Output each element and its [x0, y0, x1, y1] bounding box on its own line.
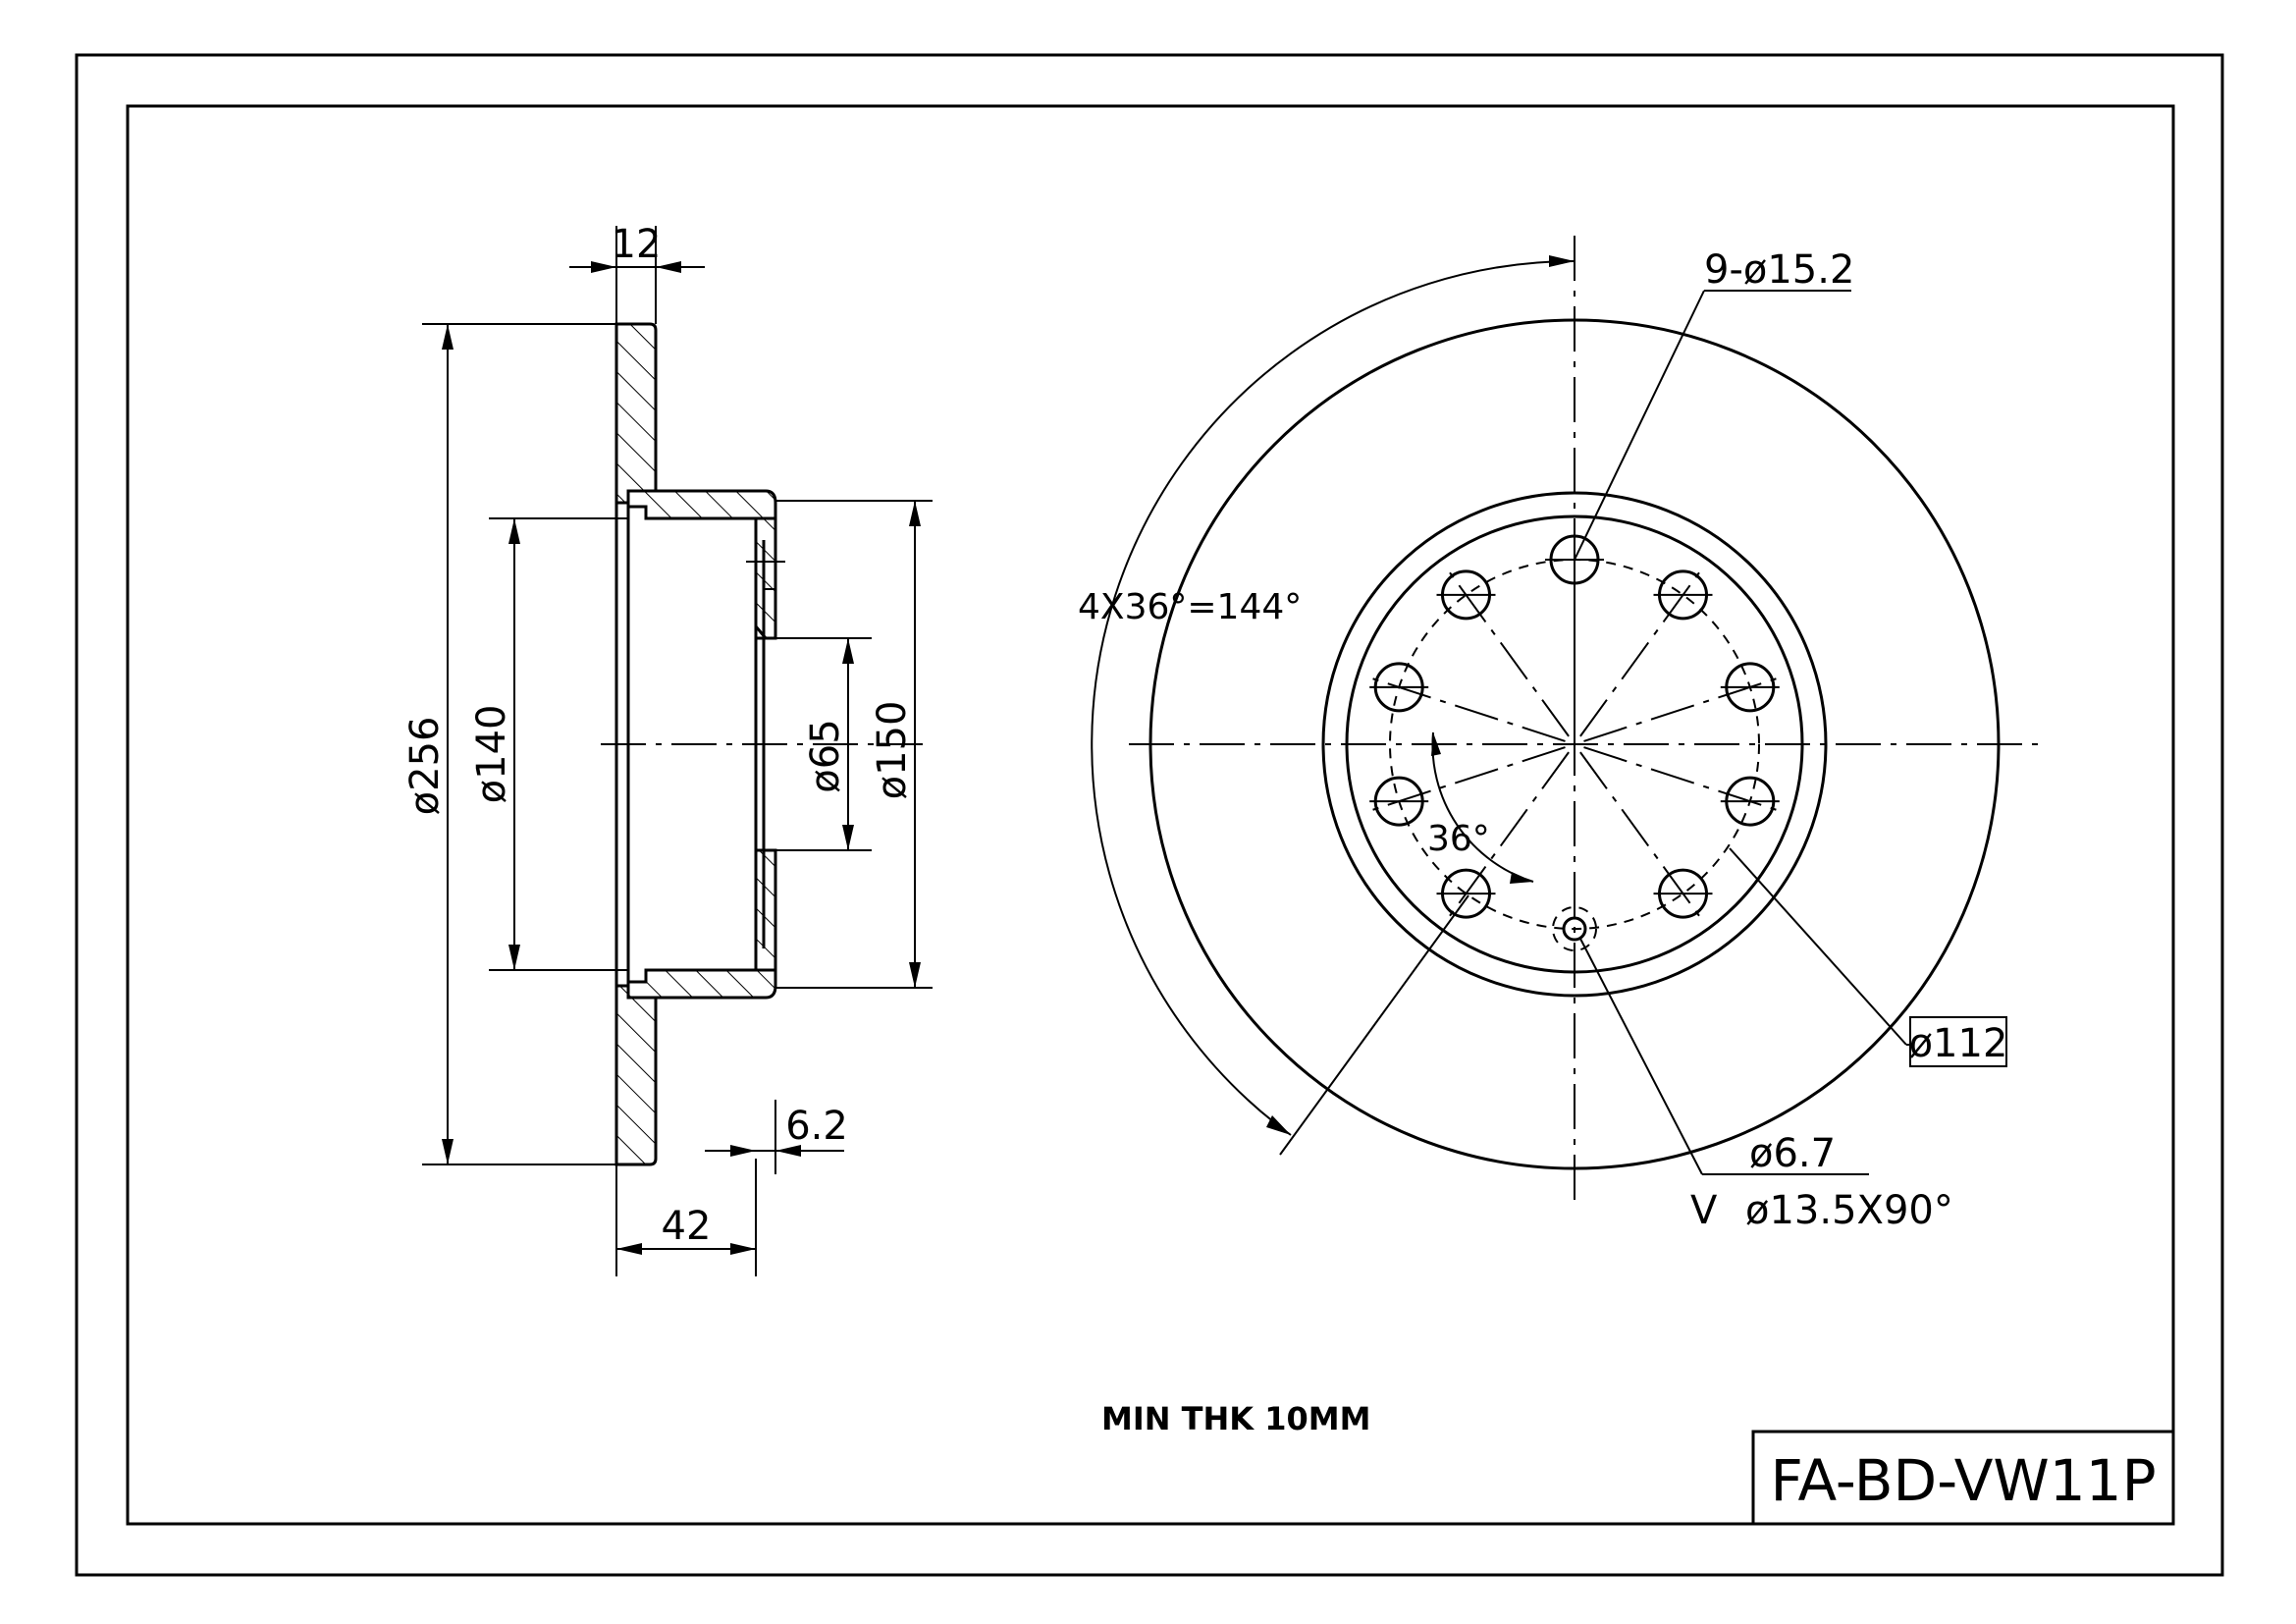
face-view: 4X36°=144° 36° 9-ø15.2 ø112 ø6.7 V ø13.5…	[1078, 236, 2038, 1233]
dim-thickness: 12	[612, 222, 662, 267]
hat-section-lower	[626, 968, 777, 1000]
bolt-hole-centerline	[1579, 566, 1705, 737]
hat-wall-upper	[754, 516, 777, 640]
countersink-symbol: V	[1690, 1188, 1718, 1233]
disc-section-upper	[614, 322, 658, 505]
hat-section-upper	[626, 489, 777, 520]
part-number: FA-BD-VW11P	[1770, 1447, 2156, 1514]
bolt-holes-label: 9-ø15.2	[1704, 247, 1854, 293]
bolt-hole-centerline	[1583, 675, 1785, 742]
hat-outer-circle	[1321, 491, 1828, 998]
title-block	[1751, 1430, 2175, 1526]
dim-offset: 42	[662, 1204, 712, 1249]
pitch-circle-box	[1909, 1016, 2007, 1067]
disc-section-lower	[614, 984, 658, 1166]
outer-frame	[75, 53, 2224, 1577]
dim-center-bore: ø65	[803, 719, 848, 792]
dim-hat-wall: 6.2	[785, 1104, 848, 1149]
bolt-hole-centerline	[1364, 746, 1566, 814]
dim-hat-inner-diameter: ø140	[469, 705, 514, 804]
bolt-hole-centerline	[1583, 746, 1785, 814]
bolt-hole-centerline	[1364, 675, 1566, 742]
angle-span-label: 4X36°=144°	[1078, 587, 1302, 627]
bolt-hole-centerline	[1444, 566, 1570, 737]
dim-outer-diameter: ø256	[402, 717, 448, 816]
locator-hole-label: ø6.7	[1749, 1131, 1836, 1176]
inner-frame	[126, 104, 2175, 1526]
angle-step-label: 36°	[1427, 819, 1490, 859]
section-view: 12 ø256 ø140 ø65 ø150 6.2 42	[402, 222, 933, 1276]
locator-hole	[1562, 916, 1587, 942]
dim-hat-outer-diameter: ø150	[870, 701, 915, 800]
countersink-label: ø13.5X90°	[1745, 1188, 1953, 1233]
hat-wall-lower	[754, 848, 777, 972]
bolt-hole-centerline	[1579, 751, 1705, 923]
disc-outer-circle	[1148, 318, 2001, 1170]
locator-hole-outer	[1552, 906, 1597, 951]
min-thickness-note: MIN THK 10MM	[1101, 1400, 1370, 1437]
hat-inner-circle	[1345, 514, 1804, 974]
pitch-circle-label: ø112	[1909, 1021, 2008, 1066]
